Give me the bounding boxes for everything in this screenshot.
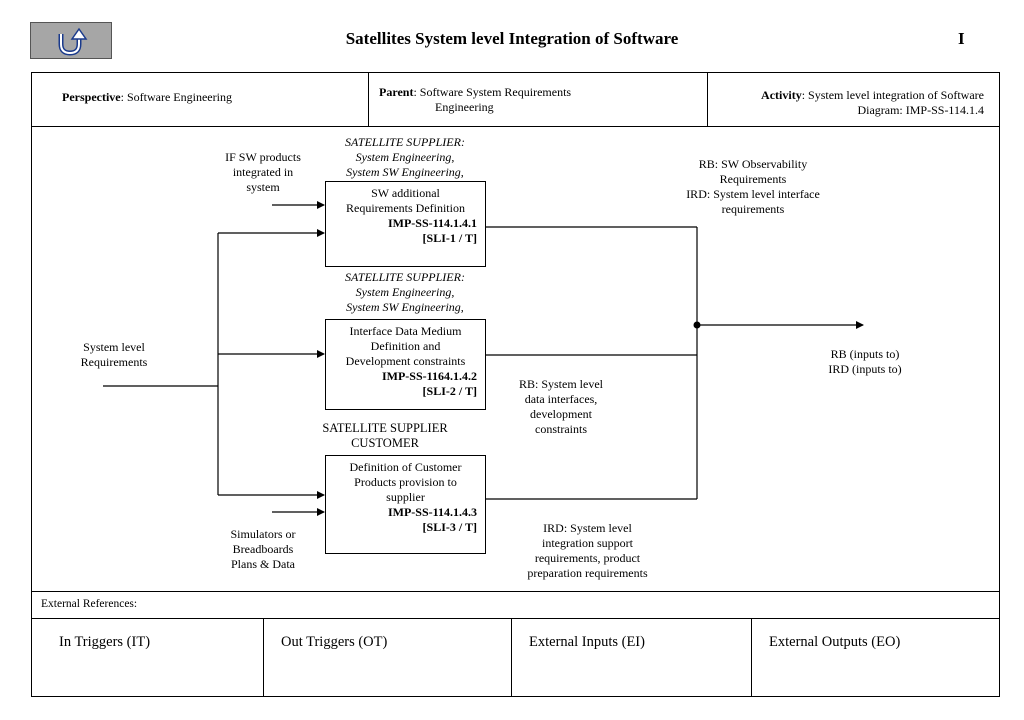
simulators-label: Simulators or Breadboards Plans & Data [213, 527, 313, 572]
header-col-divider-1 [368, 72, 369, 126]
process-box-3[interactable]: Definition of Customer Products provisio… [325, 455, 486, 554]
owner-line: System Engineering, [355, 150, 455, 164]
parent-label: Parent [379, 85, 414, 99]
process-box-1[interactable]: SW additional Requirements Definition IM… [325, 181, 486, 267]
box-3-output-label: IRD: System level integration support re… [515, 521, 660, 581]
box-id: IMP-SS-114.1.4.1 [387, 216, 477, 230]
box-1-output-label: RB: SW Observability Requirements IRD: S… [670, 157, 836, 217]
perspective-cell: Perspective: Software Engineering [62, 90, 232, 105]
diagram-ref: Diagram: IMP-SS-114.1.4 [857, 103, 984, 117]
parent-value: : Software System Requirements [413, 85, 572, 99]
activity-value: : System level integration of Software [801, 88, 984, 102]
page-title: Satellites System level Integration of S… [345, 29, 679, 48]
label-line: IRD (inputs to) [828, 362, 902, 376]
label-line: system [246, 180, 280, 194]
label-line: development [530, 407, 592, 421]
final-output-label: RB (inputs to) IRD (inputs to) [810, 347, 920, 377]
junction-dot [693, 321, 701, 329]
box-text-line: Definition and [370, 339, 441, 353]
label-line: Plans & Data [231, 557, 295, 571]
ext-col-divider-2 [511, 618, 512, 697]
label-line: Requirements [80, 355, 148, 369]
box-text-line: Definition of Customer [349, 460, 462, 474]
out-triggers-header: Out Triggers (OT) [281, 634, 388, 650]
process-box-2[interactable]: Interface Data Medium Definition and Dev… [325, 319, 486, 410]
external-outputs-header: External Outputs (EO) [769, 634, 901, 650]
owner-line: System SW Engineering, [346, 300, 464, 314]
label-line: integrated in [232, 165, 294, 179]
box-text-line: Interface Data Medium [349, 324, 462, 338]
box-text-line: supplier [386, 490, 425, 504]
owner-line: SATELLITE SUPPLIER: [345, 135, 465, 149]
box-text-line: SW additional [371, 186, 440, 200]
ext-col-divider-3 [751, 618, 752, 697]
box-code: [SLI-1 / T] [422, 231, 477, 245]
label-line: Breadboards [232, 542, 294, 556]
label-line: Requirements [719, 172, 787, 186]
system-level-requirements-label: System level Requirements [64, 340, 164, 370]
box-1-owner: SATELLITE SUPPLIER: System Engineering, … [300, 135, 510, 180]
label-line: RB: SW Observability [698, 157, 808, 171]
external-inputs-header: External Inputs (EI) [529, 634, 645, 650]
up-navigation-button[interactable] [30, 22, 112, 59]
owner-line: SATELLITE SUPPLIER: [345, 270, 465, 284]
label-line: integration support [542, 536, 633, 550]
label-line: IRD: System level interface [686, 187, 820, 201]
box-code: [SLI-3 / T] [422, 520, 477, 534]
header-divider [31, 126, 1000, 127]
box-code: [SLI-2 / T] [422, 384, 477, 398]
label-line: IRD: System level [543, 521, 632, 535]
parent-cell: Parent: Software System Requirements [379, 85, 571, 100]
label-line: requirements [721, 202, 785, 216]
in-triggers-header: In Triggers (IT) [59, 634, 151, 650]
owner-line: System SW Engineering, [346, 165, 464, 179]
parent-value-cont: Engineering [435, 100, 494, 114]
activity-cell: Activity: System level integration of So… [710, 88, 984, 103]
label-line: preparation requirements [527, 566, 648, 580]
u-turn-back-icon [58, 27, 88, 56]
label-line: requirements, product [534, 551, 641, 565]
box-2-owner: SATELLITE SUPPLIER: System Engineering, … [300, 270, 510, 315]
perspective-value: : Software Engineering [120, 90, 232, 104]
box-text-line: Products provision to [354, 475, 457, 489]
perspective-label: Perspective [62, 90, 121, 104]
box-id: IMP-SS-114.1.4.3 [387, 505, 477, 519]
box-3-owner: SATELLITE SUPPLIER CUSTOMER [300, 421, 470, 451]
label-line: System level [83, 340, 145, 354]
owner-line: System Engineering, [355, 285, 455, 299]
box-2-output-label: RB: System level data interfaces, develo… [506, 377, 616, 437]
label-line: Simulators or [230, 527, 296, 541]
label-line: RB: System level [519, 377, 603, 391]
header-col-divider-2 [707, 72, 708, 126]
external-references-heading: External References: [41, 598, 138, 610]
box-id: IMP-SS-1164.1.4.2 [381, 369, 477, 383]
label-line: data interfaces, [524, 392, 598, 406]
owner-line: SATELLITE SUPPLIER [322, 421, 448, 435]
diagram-frame [31, 72, 1000, 697]
if-sw-products-label: IF SW products integrated in system [213, 150, 313, 195]
external-cols-divider [31, 618, 1000, 619]
activity-label: Activity [761, 88, 802, 102]
external-refs-divider [31, 591, 1000, 592]
label-line: RB (inputs to) [830, 347, 900, 361]
page-letter: I [958, 29, 965, 48]
owner-line: CUSTOMER [351, 436, 419, 450]
label-line: IF SW products [225, 150, 301, 164]
ext-col-divider-1 [263, 618, 264, 697]
label-line: constraints [535, 422, 587, 436]
box-text-line: Development constraints [345, 354, 466, 368]
box-text-line: Requirements Definition [346, 201, 465, 215]
